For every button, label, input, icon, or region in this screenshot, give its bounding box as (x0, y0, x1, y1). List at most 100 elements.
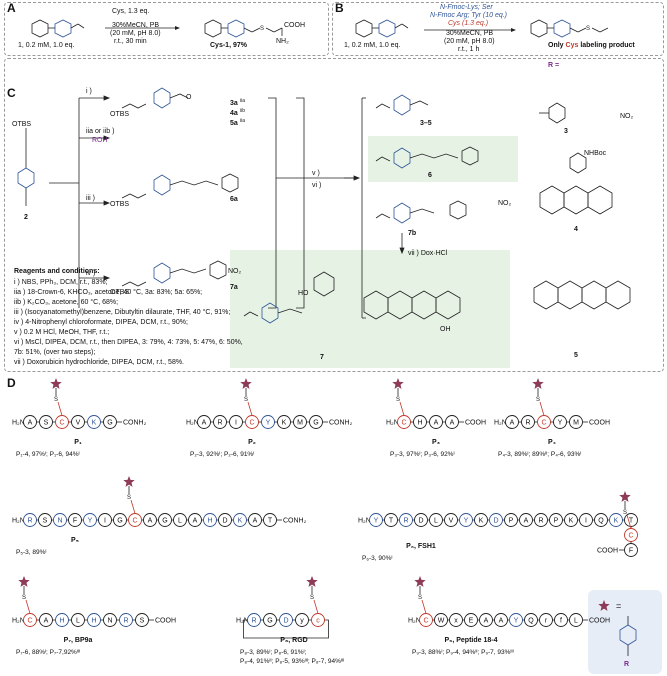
step-v: v ) (312, 170, 320, 177)
condition-7: vi ) MsCl, DIPEA, DCM, r.t., then DIPEA,… (14, 339, 243, 346)
residue-letter: Y (558, 420, 563, 427)
residue-letter: D (222, 518, 227, 525)
compound-7a-otbs: OTBS (110, 289, 130, 296)
peptide-name: P₅ (71, 537, 79, 544)
residue-letter: x (454, 618, 458, 625)
residue-letter: D (493, 518, 498, 525)
panel-b-product-suffix: labeling product (580, 42, 635, 49)
compound-2-structure (17, 128, 35, 206)
panel-a-cond-2: (20 mM, pH 8.0) (110, 30, 161, 37)
cys-sidechain (57, 401, 63, 416)
residue-letter: y (300, 618, 304, 625)
cys-sulfur: S (396, 397, 400, 403)
r-group-3-structure (539, 102, 566, 124)
residue-letter: N (107, 618, 112, 625)
step-iv: iv ) (86, 270, 96, 277)
peptide-yields: P₁-4, 97%ᴵ; P₁-6, 94%ᴵ (16, 451, 80, 458)
compound-3a-label: 3a (230, 100, 238, 107)
r-group-5-structure (533, 280, 631, 310)
step-roh: ROH (92, 137, 108, 144)
r-group-4-label: 4 (574, 226, 578, 233)
compound-7-ho: HO (298, 290, 309, 297)
nterm-label: H₂N (12, 518, 25, 525)
cys-sulfur: S (310, 595, 314, 601)
panel-a-label: A (7, 1, 16, 15)
panel-c-scheme (17, 87, 631, 324)
step-iii: iii ) (86, 195, 95, 202)
cyclic-bracket (243, 619, 329, 639)
residue-letter: G (162, 518, 167, 525)
peptide-name: P₂ (248, 439, 256, 446)
residue-letter: Y (88, 518, 93, 525)
residue-letter: S (43, 518, 48, 525)
cys-sulfur: S (22, 595, 26, 601)
panel-d-label: D (7, 376, 16, 390)
panel-a-reagent: Cys, 1.3 eq. (112, 8, 150, 15)
residue-letter: H (59, 618, 64, 625)
panel-b-reagent-2: N-Fmoc Arg; Tyr (10 eq.) (430, 12, 508, 19)
peptide-name: P₁ (74, 439, 82, 446)
compound-7b-structure (375, 200, 467, 224)
r-group-3-label: 3 (564, 128, 568, 135)
r-group-3-no2: NO₂ (620, 113, 634, 120)
svg-text:S: S (586, 26, 590, 32)
panel-a-cooh: COOH (284, 22, 305, 29)
residue-letter: Q (598, 518, 604, 525)
panel-b-product: Only Cys labeling product (548, 42, 635, 50)
panel-b-label: B (335, 1, 344, 15)
cys-sulfur: S (127, 495, 131, 501)
residue-letter: A (202, 420, 207, 427)
residue-letter: A (193, 518, 198, 525)
peptide-name: P₄ (548, 439, 556, 446)
tetrazine-star-icon (50, 378, 62, 389)
peptide-yields-2: P₈-4, 91%ᴵᴵ; P₈-5, 93%ᴵᴵᴵ; P₈-7, 94%ᴵᴵᴵ (240, 658, 344, 665)
residue-letter: A (499, 618, 504, 625)
nterm-label: H₂N (12, 618, 25, 625)
cys-1-structure (204, 19, 283, 38)
peptide-name: P₈, RGD (280, 637, 307, 644)
residue-letter: C (59, 420, 64, 427)
residue-letter: H (91, 618, 96, 625)
compound-6-highlight (368, 136, 518, 182)
residue-letter: E (469, 618, 474, 625)
panel-b-reagent-3: Cys (1.3 eq.) (448, 20, 489, 27)
condition-1: i ) NBS, PPh₃, DCM, r.t., 83%; (14, 279, 108, 286)
tetrazine-star-icon (532, 378, 544, 389)
panel-a-cond-3: r.t., 30 min (114, 38, 147, 45)
step-vi: vi ) (312, 182, 322, 189)
compound-5a-label: 5a (230, 120, 238, 127)
peptide-yields: P₂-3, 92%ᴵ; P₂-6, 91%ᴵ (190, 451, 254, 458)
cterm-label: CONH₂ (329, 420, 353, 427)
nterm-label: H₂N (186, 420, 199, 427)
residue-letter: L (76, 618, 80, 625)
compound-7-oh: OH (440, 326, 451, 333)
cys-sidechain (130, 499, 136, 514)
residue-letter: S (44, 420, 49, 427)
compound-4a-sup: iib (240, 108, 246, 114)
tetrazine-star-icon (306, 576, 318, 587)
panel-a-scheme: S (31, 19, 283, 38)
compound-2-otbs: OTBS (12, 121, 32, 128)
residue-letter: r (545, 618, 548, 625)
condition-6: v ) 0.2 M HCl, MeOH, THF, r.t.; (14, 329, 110, 336)
residue-letter: H (207, 518, 212, 525)
panel-c-frame (4, 58, 664, 372)
nterm-label: H₂N (408, 618, 421, 625)
cys-sidechain (313, 599, 319, 614)
compound-3-5-label: 3–5 (420, 120, 432, 127)
condition-4: iii ) (Isocyanatomethyl)benzene, Dibutyl… (14, 309, 231, 316)
legend-highlight (588, 590, 662, 674)
residue-letter: Y (514, 618, 519, 625)
compound-7a-no2: NO₂ (228, 268, 242, 275)
compound-7-highlight (230, 250, 510, 368)
panel-b-reagent-1: N-Fmoc-Lys; Ser (440, 4, 493, 11)
compound-7b-label: 7b (408, 230, 417, 237)
residue-letter: f (560, 618, 562, 625)
residue-letter: R (123, 618, 128, 625)
compound-3-5-structure (375, 94, 429, 116)
compound-4a-label: 4a (230, 110, 238, 117)
cterm-label: COOH (597, 548, 618, 555)
residue-letter: c (316, 618, 320, 625)
residue-letter: V (449, 518, 454, 525)
residue-letter: C (132, 518, 137, 525)
